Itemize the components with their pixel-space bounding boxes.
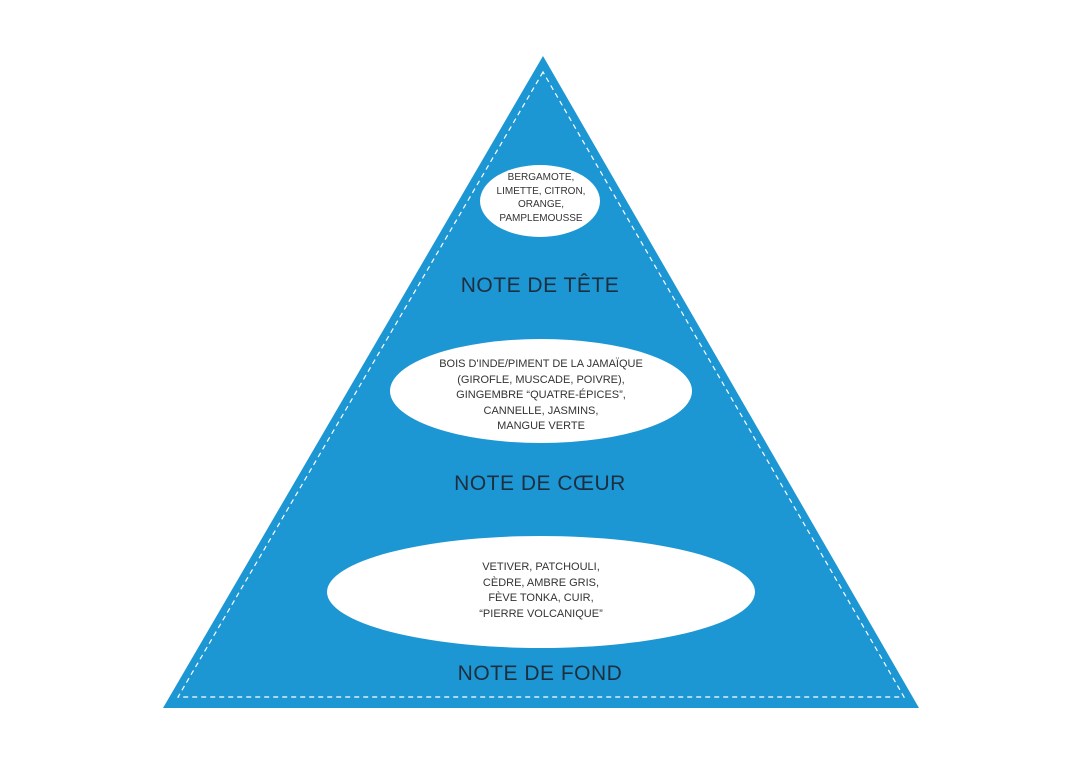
base-note-ingredients: VETIVER, PATCHOULI, CÈDRE, AMBRE GRIS, F… <box>479 561 603 620</box>
pyramid-dashed-border <box>176 70 906 698</box>
heart-note-ingredients: BOIS D'INDE/PIMENT DE LA JAMAÏQUE (GIROF… <box>439 358 643 432</box>
top-note-ellipse <box>480 165 600 237</box>
top-note-ingredients: BERGAMOTE, LIMETTE, CITRON, ORANGE, PAMP… <box>496 172 586 224</box>
base-note-ellipse <box>327 536 755 648</box>
base-note-label: NOTE DE FOND <box>457 662 623 685</box>
top-note-label: NOTE DE TÊTE <box>460 274 620 297</box>
heart-note-label: NOTE DE CŒUR <box>454 472 626 495</box>
heart-note-ellipse <box>390 339 692 443</box>
